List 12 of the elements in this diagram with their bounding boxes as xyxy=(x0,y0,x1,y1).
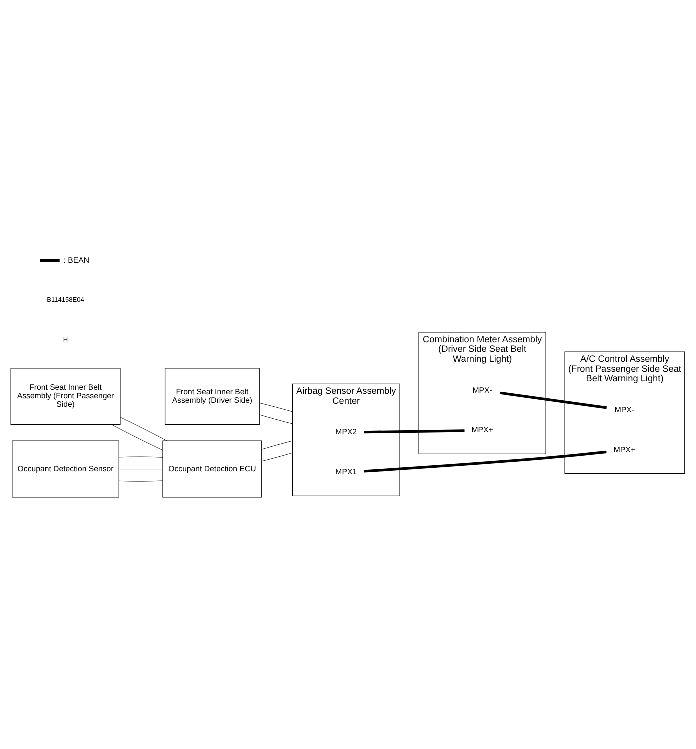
connector xyxy=(364,429,465,434)
connector xyxy=(119,468,164,470)
connector xyxy=(500,391,607,409)
connector xyxy=(262,440,293,450)
connector xyxy=(259,402,293,412)
connector xyxy=(262,452,293,462)
connector xyxy=(119,480,164,482)
connector xyxy=(364,450,607,472)
connector xyxy=(112,424,164,450)
connector xyxy=(120,416,168,441)
connector xyxy=(259,414,293,424)
connector xyxy=(119,456,164,458)
